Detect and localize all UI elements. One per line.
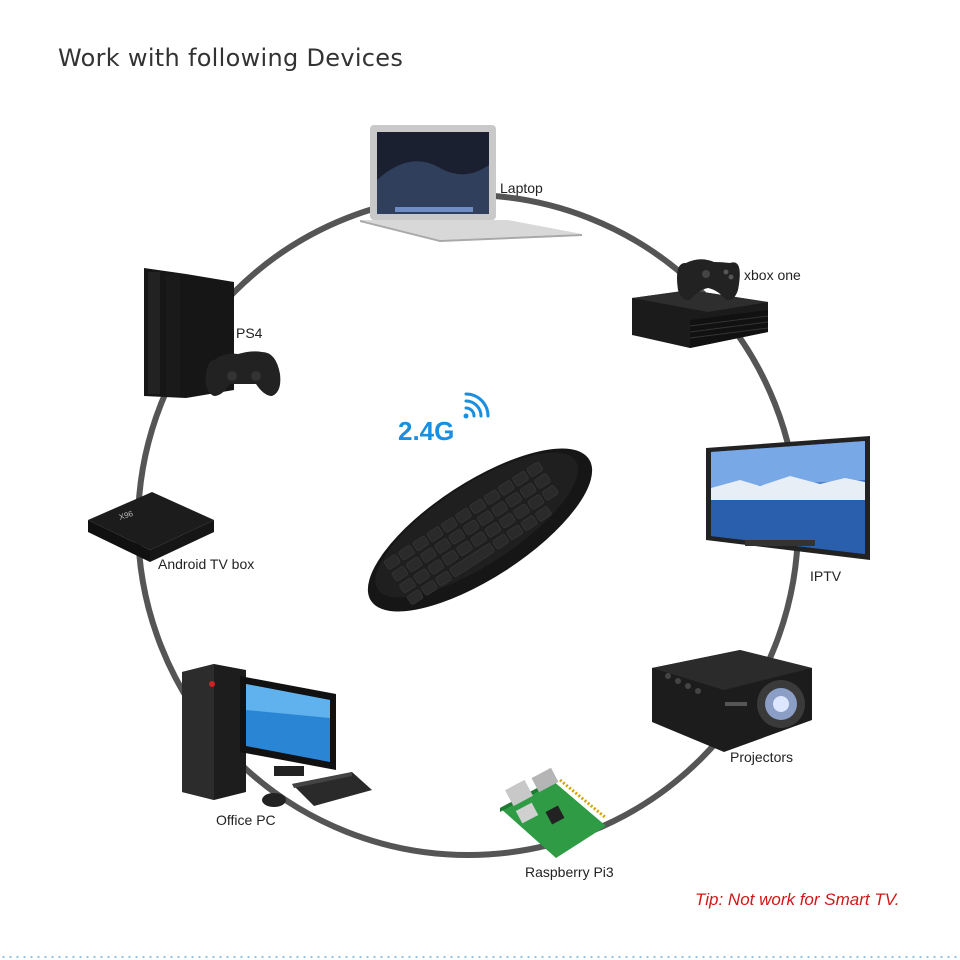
dotted-divider — [0, 956, 960, 958]
tip-note: Tip: Not work for Smart TV. — [695, 890, 900, 909]
circuit-board-icon — [500, 767, 607, 858]
desktop-pc-icon — [182, 664, 372, 807]
projector-icon — [652, 650, 812, 752]
device-label-android-tv-box: Android TV box — [158, 556, 255, 572]
device-label-iptv: IPTV — [810, 568, 842, 584]
device-label-office-pc: Office PC — [216, 812, 276, 828]
svg-text:X96: X96 — [118, 509, 135, 522]
ps4-console-icon — [144, 268, 281, 398]
laptop-icon — [360, 125, 582, 242]
device-label-laptop: Laptop — [500, 180, 543, 196]
page-title: Work with following Devices — [58, 44, 404, 72]
device-label-projectors: Projectors — [730, 749, 794, 765]
remote-keyboard-icon — [367, 448, 593, 612]
tv-icon — [706, 436, 870, 560]
wifi-signal-icon — [463, 392, 490, 419]
device-label-xbox: xbox one — [744, 267, 801, 283]
device-label-raspberry-pi: Raspberry Pi3 — [525, 864, 614, 880]
tv-box-icon: X96 — [88, 492, 214, 562]
device-label-ps4: PS4 — [236, 325, 263, 341]
xbox-console-icon — [632, 259, 769, 348]
signal-label: 2.4G — [398, 416, 455, 446]
